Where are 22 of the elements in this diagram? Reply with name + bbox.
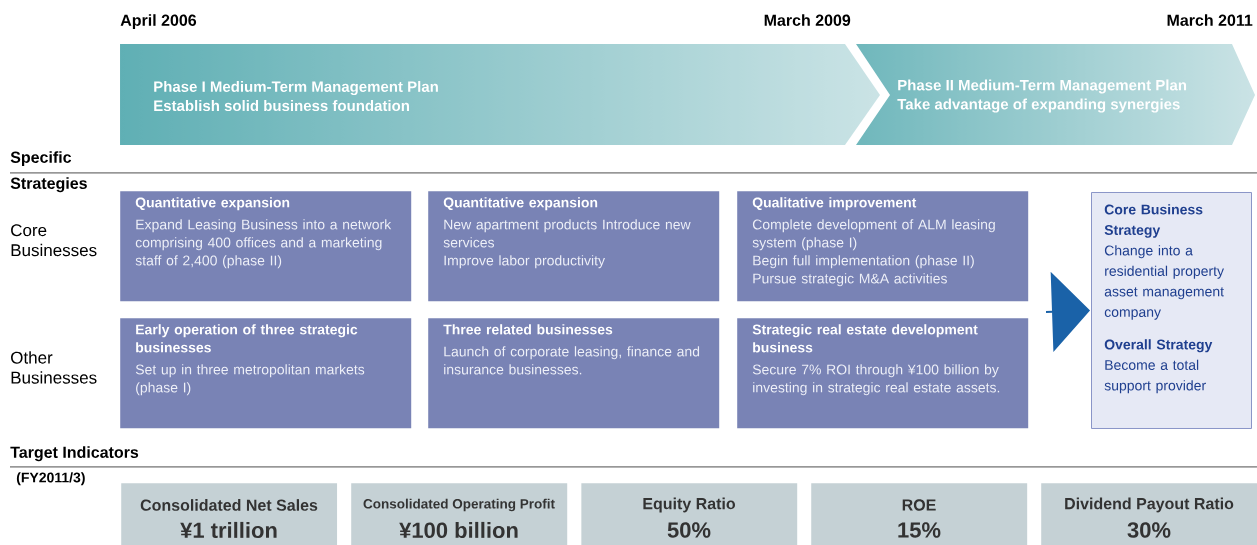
phase-chevron: Phase I Medium-Term Management Plan Establish solid business foundation [154, 80, 438, 111]
indicator-box: ROE 15% [811, 483, 1028, 545]
strategy-box: Early operation of three strategic businesses Set up in three metropolitan markets (phase I) [120, 318, 412, 429]
strategy-result-box: Core Business Strategy Change into a residential property asset management company Overall Strategy Become a total support provider [1091, 192, 1252, 429]
strategy-box: Three related businesses Launch of corporate leasing, finance and insurance businesses. [428, 318, 720, 429]
row-label: Target Indicators [10, 446, 139, 462]
indicator-box: Consolidated Operating Profit ¥100 billion [351, 483, 568, 545]
row-label: April 2006 [120, 14, 197, 30]
indicator-box: Dividend Payout Ratio 30% [1041, 483, 1257, 545]
indicator-box: Consolidated Net Sales ¥1 trillion [121, 483, 338, 545]
row-label: Specific Strategies [10, 151, 87, 193]
strategy-box: Quantitative expansion New apartment products Introduce new services Improve labor productivity [428, 191, 720, 302]
strategy-box: Qualitative improvement Complete development of ALM leasing system (phase I) Begin full implementation (phase II) Pursue strategic M&A activities [737, 191, 1029, 302]
row-label: Other Businesses [11, 351, 97, 384]
row-label: March 2009 [764, 14, 851, 26]
row-label: Core Businesses [11, 224, 97, 257]
phase-chevron: Phase II Medium-Term Management Plan Take advantage of expanding synergies [897, 79, 1187, 113]
indicator-box: Equity Ratio 50% [581, 483, 798, 545]
row-label: March 2011 [1167, 14, 1253, 26]
strategy-box: Quantitative expansion Expand Leasing Business into a network comprising 400 offices and a marketing staff of 2,400 (phase II) [120, 191, 412, 302]
row-label: (FY2011/3) [16, 472, 85, 486]
strategy-box: Strategic real estate development business Secure 7% ROI through ¥100 billion by investing in strategic real estate assets. [737, 318, 1029, 429]
